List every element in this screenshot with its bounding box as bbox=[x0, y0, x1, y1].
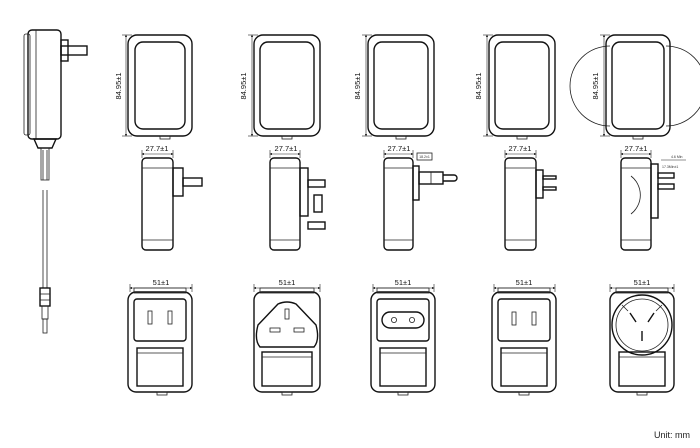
rear-view-1: 51±1 bbox=[127, 278, 193, 396]
aus-callout-a: 4.6 Min bbox=[671, 155, 683, 159]
side-view-5: 27.7±1 4.6 Min 17.3Min±1 bbox=[620, 144, 686, 251]
front-view-2: 84.95±1 bbox=[239, 34, 321, 140]
aus-callout-b: 17.3Min±1 bbox=[662, 165, 678, 169]
width-label-2: 51±1 bbox=[279, 278, 296, 287]
side-view-3: 27.7±1 18.2±1 bbox=[383, 144, 458, 251]
rear-view-3: 51±1 bbox=[370, 278, 436, 396]
width-label-3: 51±1 bbox=[395, 278, 412, 287]
front-view-5: 84.95±1 bbox=[569, 34, 700, 140]
front-view-1: 84.95±1 bbox=[114, 34, 193, 140]
rear-view-4: 51±1 bbox=[491, 278, 557, 396]
cable-side-view bbox=[23, 29, 88, 334]
front-view-4: 84.95±1 bbox=[474, 34, 556, 140]
depth-label-2: 27.7±1 bbox=[275, 144, 298, 153]
width-label-4: 51±1 bbox=[516, 278, 533, 287]
unit-label: Unit: mm bbox=[654, 430, 690, 440]
depth-label-1: 27.7±1 bbox=[146, 144, 169, 153]
rear-view-5: 51±1 bbox=[609, 278, 675, 396]
depth-label-4: 27.7±1 bbox=[509, 144, 532, 153]
plug-callout: 18.2±1 bbox=[419, 155, 430, 159]
height-label-4: 84.95±1 bbox=[474, 72, 483, 99]
width-label-5: 51±1 bbox=[634, 278, 651, 287]
height-label-5: 84.95±1 bbox=[591, 72, 600, 99]
height-label-3: 84.95±1 bbox=[353, 72, 362, 99]
depth-label-5: 27.7±1 bbox=[625, 144, 648, 153]
side-view-4: 27.7±1 bbox=[504, 144, 557, 251]
depth-label-3: 27.7±1 bbox=[388, 144, 411, 153]
front-view-3: 84.95±1 bbox=[353, 34, 435, 140]
side-view-1: 27.7±1 bbox=[141, 144, 203, 251]
height-label-2: 84.95±1 bbox=[239, 72, 248, 99]
height-label-1: 84.95±1 bbox=[114, 72, 123, 99]
rear-view-2: 51±1 bbox=[253, 278, 321, 396]
side-view-2: 27.7±1 bbox=[269, 144, 326, 251]
width-label-1: 51±1 bbox=[153, 278, 170, 287]
